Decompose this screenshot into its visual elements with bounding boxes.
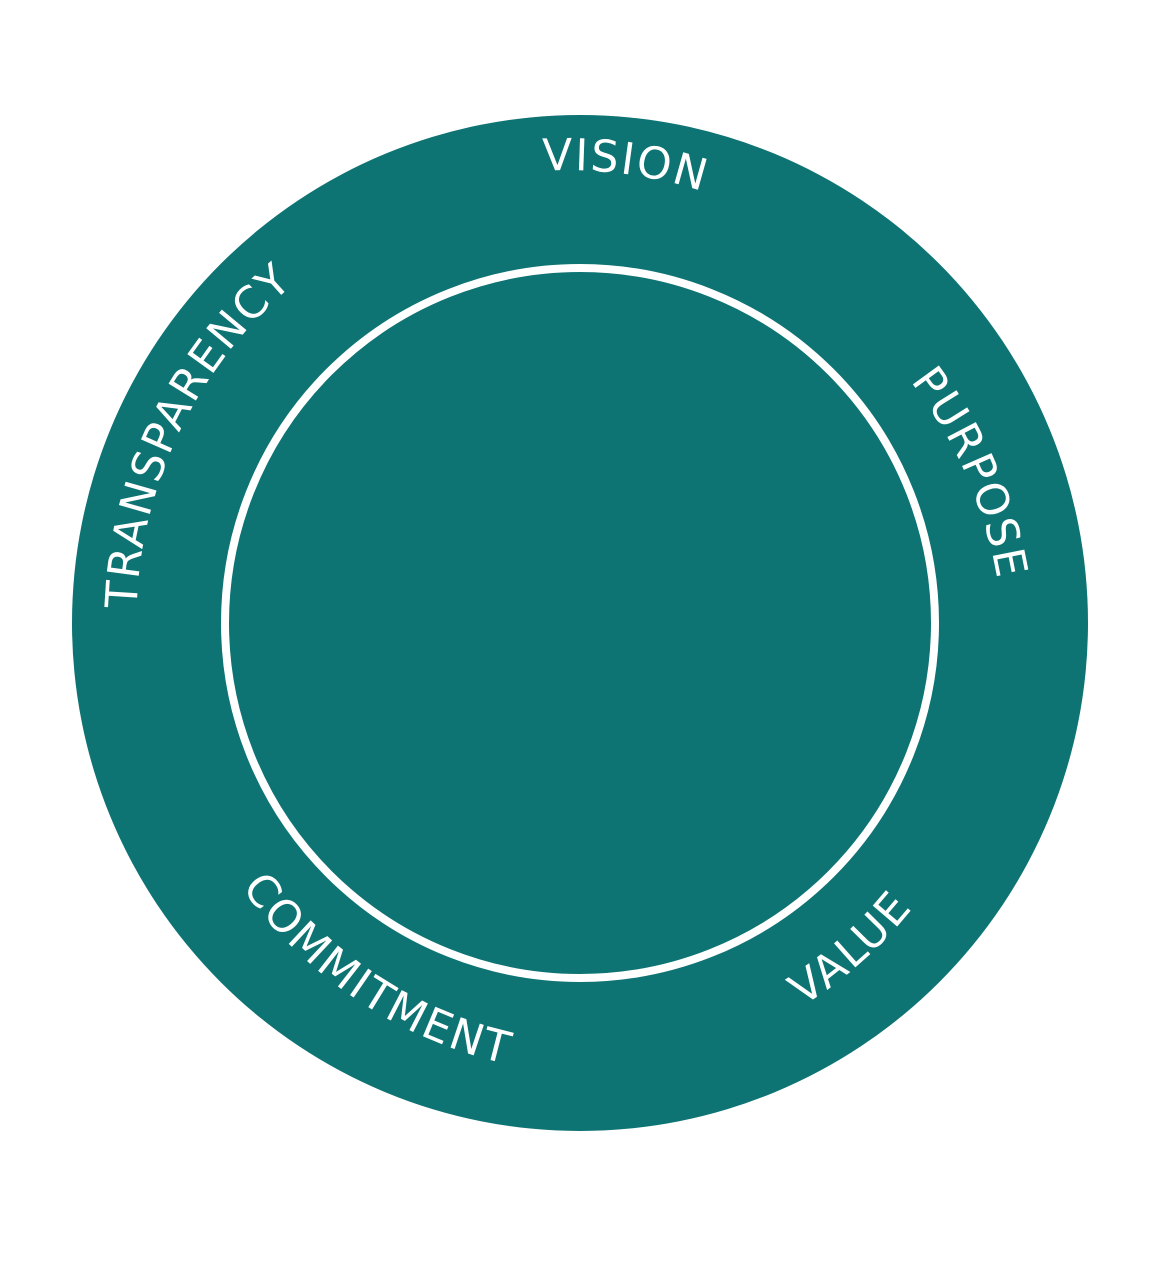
outer-ring-disc (72, 115, 1088, 1131)
inner-circle-outline (221, 264, 939, 982)
